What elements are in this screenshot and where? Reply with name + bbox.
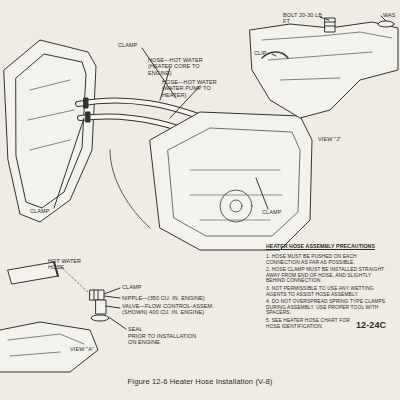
part-label: 12-24C <box>356 320 396 330</box>
part-label: VIEW "A" <box>70 346 110 352</box>
part-label: NIPPLE—(350 CU. IN. ENGINE) <box>122 295 222 301</box>
part-label: 4. DO NOT OVERSPREAD SPRING TYPE CLAMPS … <box>266 299 390 316</box>
part-label: 1. HOSE MUST BE PUSHED ON EACH CONNECTIO… <box>266 254 390 265</box>
part-label: CLIP <box>254 50 274 56</box>
part-label: HOT WATER HOSE <box>48 258 98 271</box>
part-label: HEATER HOSE ASSEMBLY PRECAUTIONS <box>266 243 396 249</box>
part-label: CLAMP <box>122 284 162 290</box>
part-label: HOSE—HOT WATER (WATER PUMP TO HEATER) <box>162 79 232 98</box>
part-label: 3. NOT PERMISSIBLE TO USE ANY WETTING AG… <box>266 286 390 297</box>
part-label: HOSE—HOT WATER (HEATER CORE TO ENGINE) <box>148 57 218 76</box>
part-label: VIEW "J" <box>318 136 358 142</box>
part-label: 5. SEE HEATER HOSE CHART FOR HOSE IDENTI… <box>266 318 352 329</box>
part-label: 2. HOSE CLAMP MUST BE INSTALLED STRAIGHT… <box>266 267 390 284</box>
part-label: WAS <box>383 12 399 18</box>
part-label: CLAMP <box>118 42 158 48</box>
figure-caption: Figure 12-6 Heater Hose Installation (V-… <box>0 377 400 386</box>
part-label: BOLT 20-30 LB FT <box>283 12 323 25</box>
part-label: SEAL <box>128 326 158 332</box>
part-label: PRIOR TO INSTALLATION ON ENGINE. <box>128 333 198 346</box>
part-label: CLAMP <box>30 208 60 214</box>
part-label: VALVE—FLOW CONTROL-ASSEM. (SHOWN) 400 CU… <box>122 303 232 316</box>
part-label: CLAMP <box>262 209 292 215</box>
